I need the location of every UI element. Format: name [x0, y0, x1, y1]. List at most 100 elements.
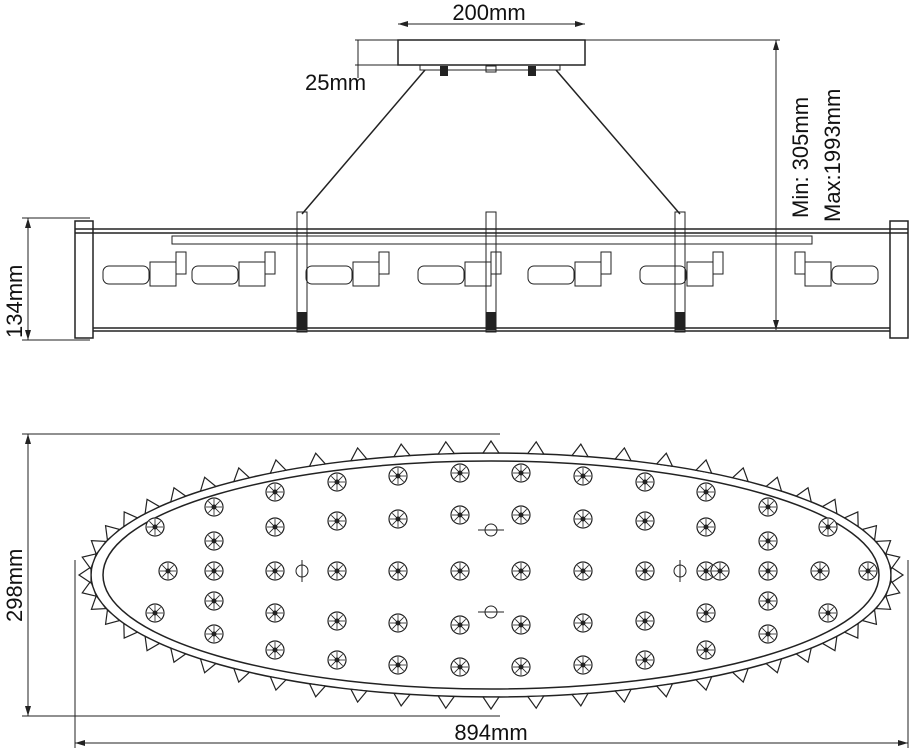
crystal: [327, 650, 347, 670]
crystal: [511, 505, 531, 525]
crystal-tooth: [392, 692, 412, 707]
crystal-tooth: [144, 635, 161, 652]
crystal-tooth: [169, 647, 188, 664]
crystal-tooth: [481, 439, 501, 454]
crystal-tooth: [861, 524, 878, 542]
crystal: [511, 561, 531, 581]
crystal: [327, 472, 347, 492]
crystal: [450, 561, 470, 581]
crystal-tooth: [526, 440, 545, 455]
crystal-tooth: [123, 622, 139, 639]
canopy-width-label: 200mm: [452, 0, 525, 25]
crystal: [388, 509, 408, 529]
crystal: [388, 561, 408, 581]
crystal-tooth: [437, 695, 456, 710]
crystal: [204, 497, 224, 517]
crystal: [635, 472, 655, 492]
crystal-grid: [145, 463, 878, 677]
crystal: [758, 497, 778, 517]
crystal: [145, 517, 165, 537]
crystal: [327, 511, 347, 531]
drop-dimension: Min: 305mm Max:1993mm: [773, 40, 845, 330]
crystal-tooth: [104, 608, 121, 626]
crystal: [696, 517, 716, 537]
crystal-tooth: [81, 579, 98, 598]
crystal-tooth: [843, 622, 859, 639]
crystal: [265, 603, 285, 623]
crystal-tooth: [794, 486, 813, 503]
side-elevation-view: 200mm 25mm Min: 305: [2, 0, 909, 341]
crystal: [810, 561, 830, 581]
crystal: [573, 655, 593, 675]
crystal: [696, 482, 716, 502]
crystal: [158, 561, 178, 581]
body-height-dimension: 134mm: [2, 217, 90, 341]
fixture-body-side: [74, 211, 909, 339]
crystal-tooth: [731, 667, 750, 684]
crystal: [145, 603, 165, 623]
crystal: [327, 611, 347, 631]
depth-label: 298mm: [2, 549, 27, 622]
light-module: [794, 251, 879, 287]
mounting-marks: [295, 523, 687, 619]
crystal-tooth: [794, 647, 813, 664]
crystal: [696, 640, 716, 660]
light-module: [102, 251, 187, 287]
crystal: [818, 603, 838, 623]
crystal: [327, 561, 347, 581]
crystal-tooth: [232, 667, 251, 684]
crystal-tooth: [308, 452, 327, 468]
crystal-tooth: [694, 675, 713, 692]
crystal-tooth: [884, 552, 901, 571]
crystal-tooth: [875, 594, 892, 610]
crystal: [758, 531, 778, 551]
body-height-label: 134mm: [2, 265, 27, 338]
crystal: [450, 657, 470, 677]
crystal-tooth: [308, 682, 327, 698]
crystal: [265, 561, 285, 581]
crystal-tooth: [821, 635, 838, 652]
suspension-cables: [301, 69, 681, 215]
crystal-tooth: [199, 476, 218, 492]
crystal: [450, 615, 470, 635]
light-module: [417, 251, 502, 287]
crystal: [758, 561, 778, 581]
crystal-tooth: [169, 486, 188, 503]
crystal: [450, 505, 470, 525]
crystal-tooth: [144, 498, 161, 515]
crystal-tooth: [349, 446, 369, 462]
crystal-teeth-ring: [77, 439, 905, 711]
crystal-tooth: [821, 498, 838, 515]
crystal: [450, 463, 470, 483]
crystal-tooth: [655, 452, 674, 468]
crystal: [388, 655, 408, 675]
crystal: [265, 640, 285, 660]
crystal: [511, 463, 531, 483]
crystal-tooth: [655, 682, 674, 698]
crystal-tooth: [613, 446, 633, 462]
depth-dimension: 298mm: [2, 433, 500, 717]
crystal-tooth: [764, 476, 783, 492]
crystal-tooth: [199, 658, 218, 674]
crystal-tooth: [104, 524, 121, 542]
crystal: [710, 561, 730, 581]
crystal-tooth: [269, 675, 288, 692]
crystal: [818, 517, 838, 537]
crystal-tooth: [731, 466, 750, 483]
crystal-tooth: [890, 565, 905, 585]
crystal-tooth: [77, 565, 92, 585]
crystal-tooth: [81, 552, 98, 571]
crystal-tooth: [861, 608, 878, 626]
crystal-tooth: [884, 579, 901, 598]
crystal: [511, 615, 531, 635]
crystal-tooth: [613, 688, 633, 704]
light-module: [639, 251, 724, 287]
inner-plate: [102, 460, 880, 690]
crystal-tooth: [90, 594, 107, 610]
crystal: [204, 561, 224, 581]
crystal: [758, 624, 778, 644]
light-module: [527, 251, 612, 287]
crystal: [635, 611, 655, 631]
canopy: [355, 39, 780, 76]
